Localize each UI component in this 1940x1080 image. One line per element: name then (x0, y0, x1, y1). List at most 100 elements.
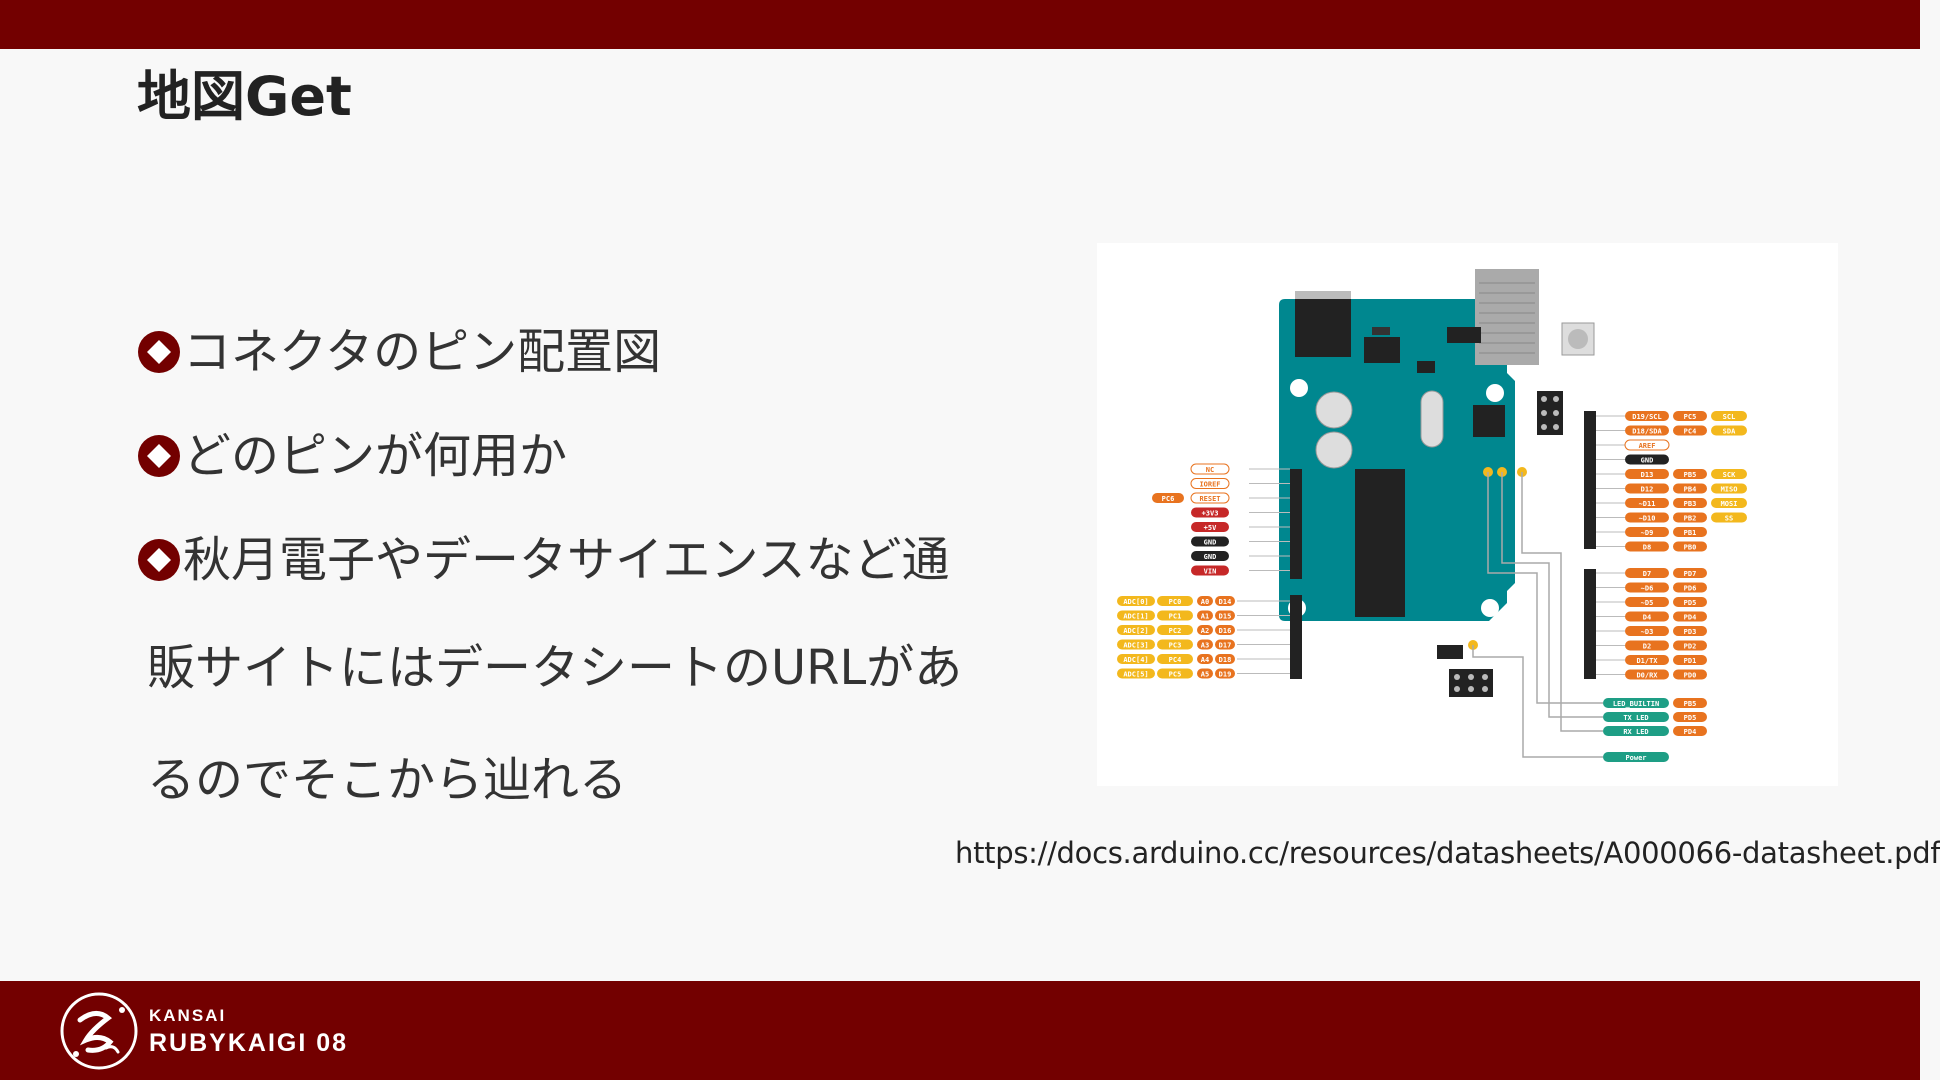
svg-text:SDA: SDA (1723, 428, 1736, 436)
slide-title: 地図Get (137, 65, 352, 128)
pin-port-label: PD1 (1673, 655, 1707, 665)
svg-text:A0: A0 (1201, 598, 1209, 606)
power-led-label: Power (1603, 752, 1669, 762)
pin-analog-label: A5 (1197, 668, 1213, 679)
pin-analog-label: A3 (1197, 639, 1213, 650)
pin-digital-label: D16 (1215, 625, 1235, 635)
bullet-text: コネクタのピン配置図 (183, 324, 662, 380)
pin-port-label: PD2 (1673, 640, 1707, 651)
svg-text:~D6: ~D6 (1641, 585, 1654, 593)
pin-digital-label: D17 (1215, 639, 1235, 650)
svg-text:A5: A5 (1201, 671, 1209, 679)
pin-port-label: PD7 (1673, 568, 1707, 578)
bullet-text-continued: 販サイトにはデータシートのURLがあ (147, 640, 963, 696)
pin-label: RESET (1190, 492, 1230, 504)
pin-analog-label: A2 (1197, 625, 1213, 635)
svg-text:AREF: AREF (1639, 442, 1656, 450)
pin-function-label: SDA (1711, 425, 1747, 436)
svg-text:PD5: PD5 (1684, 599, 1697, 607)
pin-port-label: PB5 (1673, 698, 1707, 708)
header-left-power (1290, 469, 1302, 579)
pin-label: D4 (1625, 611, 1669, 622)
svg-text:PD0: PD0 (1684, 672, 1697, 680)
svg-text:PC4: PC4 (1169, 656, 1182, 664)
pin-label: GND (1191, 536, 1229, 547)
pin-port-label: PB3 (1673, 498, 1707, 508)
pin-analog-label: A4 (1197, 654, 1213, 664)
bullet-item: 秋月電子やデータサイエンスなど通 販サイトにはデータシートのURLがあ るのでそ… (137, 508, 1037, 836)
svg-text:RESET: RESET (1199, 495, 1220, 503)
pin-port-label: PB5 (1673, 469, 1707, 479)
pin-label: D12 (1625, 483, 1669, 494)
pin-port-label: PC0 (1157, 596, 1193, 606)
svg-text:~D10: ~D10 (1639, 515, 1656, 523)
datasheet-url[interactable]: https://docs.arduino.cc/resources/datash… (955, 836, 1940, 870)
atmega-chip (1355, 469, 1405, 617)
pin-adc-label: ADC[1] (1117, 610, 1155, 621)
pin-port-label: PD6 (1673, 582, 1707, 593)
pin-port-label: PD4 (1673, 726, 1707, 736)
pin-port-label: PC5 (1157, 668, 1193, 679)
bullet-text: 秋月電子やデータサイエンスなど通 (183, 532, 950, 588)
pin-label: D1/TX (1625, 655, 1669, 665)
pin-function-label: MISO (1711, 483, 1747, 494)
pin-label: D19/SCL (1625, 411, 1669, 421)
svg-text:D15: D15 (1219, 613, 1232, 621)
svg-text:PC5: PC5 (1169, 671, 1182, 679)
pin-label: ~D9 (1625, 527, 1669, 537)
rubykaigi-logo-icon (60, 992, 138, 1070)
svg-text:PB1: PB1 (1684, 529, 1697, 537)
diamond-bullet-icon (138, 539, 180, 581)
svg-text:A1: A1 (1201, 613, 1209, 621)
pin-label: ~D6 (1625, 582, 1669, 593)
pin-port-label: PB1 (1673, 527, 1707, 537)
capacitor (1315, 391, 1353, 429)
svg-text:D16: D16 (1219, 627, 1232, 635)
mounting-hole (1486, 384, 1504, 402)
pin-label: D18/SDA (1625, 425, 1669, 436)
svg-text:ADC[4]: ADC[4] (1123, 656, 1148, 664)
power-jack (1295, 291, 1351, 357)
usb-chip (1473, 405, 1505, 437)
svg-text:PC1: PC1 (1169, 613, 1182, 621)
pin-function-label: MOSI (1711, 498, 1747, 508)
svg-text:PC4: PC4 (1684, 428, 1697, 436)
svg-text:~D9: ~D9 (1641, 529, 1654, 537)
svg-text:~D11: ~D11 (1639, 500, 1656, 508)
capacitor (1315, 431, 1353, 469)
svg-text:Power: Power (1625, 754, 1646, 762)
pin-port-label: PD5 (1673, 597, 1707, 607)
pin-adc-label: ADC[2] (1117, 625, 1155, 635)
diamond-bullet-icon (138, 331, 180, 373)
svg-text:PB5: PB5 (1684, 700, 1697, 708)
svg-text:VIN: VIN (1204, 568, 1217, 576)
svg-text:~D3: ~D3 (1641, 628, 1654, 636)
svg-text:PD6: PD6 (1684, 585, 1697, 593)
svg-text:~D5: ~D5 (1641, 599, 1654, 607)
pin-label: IOREF (1190, 478, 1230, 489)
svg-text:PB5: PB5 (1684, 471, 1697, 479)
header-right-bottom (1584, 569, 1596, 679)
pin-function-label: SS (1711, 512, 1747, 523)
svg-text:NC: NC (1206, 466, 1214, 474)
pin-label: ~D3 (1625, 626, 1669, 636)
svg-text:D2: D2 (1643, 643, 1651, 651)
pin-adc-label: ADC[0] (1117, 596, 1155, 606)
diamond-bullet-icon (138, 435, 180, 477)
svg-text:D0/RX: D0/RX (1636, 672, 1658, 680)
mounting-hole (1481, 599, 1499, 617)
pin-port-label: PB0 (1673, 541, 1707, 552)
bullet-text-continued: るのでそこから辿れる (147, 752, 628, 808)
pin-port-label: PC2 (1157, 625, 1193, 635)
svg-text:D13: D13 (1641, 471, 1654, 479)
svg-text:SS: SS (1725, 515, 1733, 523)
svg-text:A3: A3 (1201, 642, 1209, 650)
svg-text:PB3: PB3 (1684, 500, 1697, 508)
pin-function-label: SCK (1711, 469, 1747, 479)
pin-digital-label: D15 (1215, 610, 1235, 621)
pin-port-label: PC4 (1673, 425, 1707, 436)
crystal (1420, 390, 1444, 448)
svg-text:PD2: PD2 (1684, 643, 1697, 651)
svg-text:D14: D14 (1219, 598, 1232, 606)
